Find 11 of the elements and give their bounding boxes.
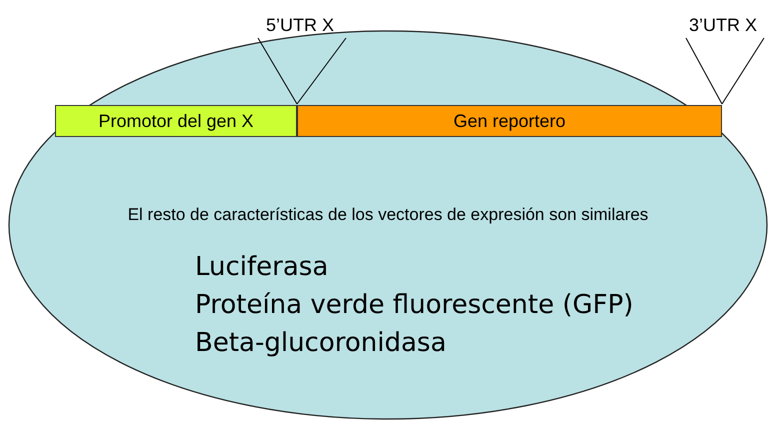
leader-line (296, 38, 346, 104)
note-text: El resto de características de los vectores de expresión son similares (126, 205, 650, 225)
promoter-box: Promotor del gen X (55, 105, 297, 137)
reporter-gene-box: Gen reportero (297, 105, 722, 137)
list-item: Proteína verde fluorescente (GFP) (195, 290, 634, 320)
leader-line (686, 38, 722, 104)
list-item: Luciferasa (195, 252, 328, 282)
list-item: Beta-glucoronidasa (195, 328, 446, 358)
region-label: 5’UTR X (250, 12, 350, 38)
leader-line (722, 38, 764, 104)
region-label: 3’UTR X (678, 12, 768, 38)
